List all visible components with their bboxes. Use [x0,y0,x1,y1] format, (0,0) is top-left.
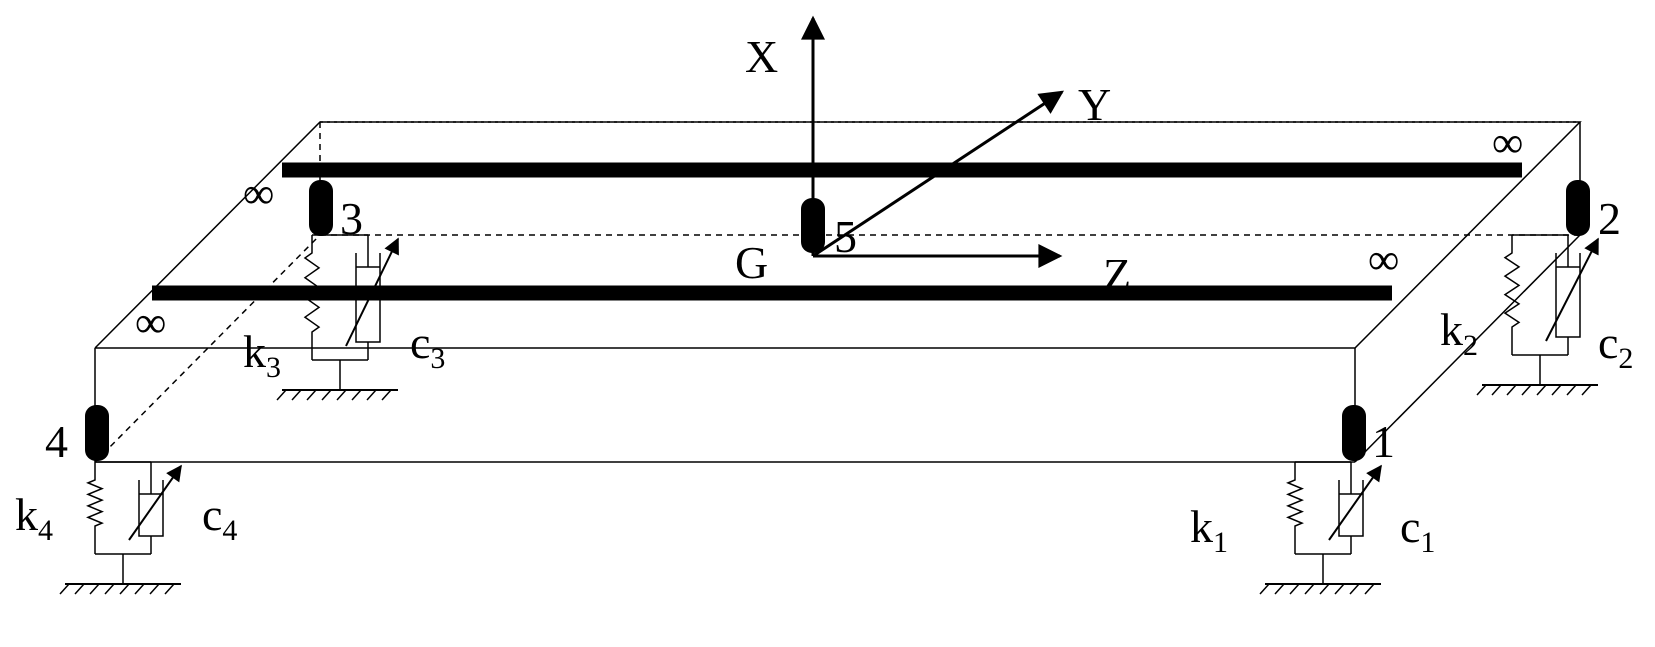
ground-hatch-unit-4-2 [90,584,99,594]
ground-hatch-unit-4-5 [135,584,144,594]
damper-label-1: c1 [1400,501,1435,559]
point-label-4: 4 [45,416,68,467]
ground-hatch-unit-1-4 [1320,584,1329,594]
point-label-3: 3 [340,193,363,244]
ground-hatch-unit-2-4 [1537,385,1546,395]
ground-hatch-unit-3-1 [292,390,301,400]
ground-hatch-unit-2-6 [1567,385,1576,395]
ground-hatch-unit-3-5 [352,390,361,400]
ground-hatch-unit-4-0 [60,584,69,594]
ground-hatch-unit-1-6 [1350,584,1359,594]
mount-4 [85,405,109,461]
ground-hatch-unit-3-6 [367,390,376,400]
ground-hatch-unit-2-7 [1582,385,1591,395]
ground-hatch-unit-2-5 [1552,385,1561,395]
infinity-rear-left: ∞ [243,169,274,218]
spring-unit-4 [88,462,102,554]
ground-hatch-unit-1-3 [1305,584,1314,594]
ground-hatch-unit-2-1 [1492,385,1501,395]
y-axis-label: Y [1078,79,1111,130]
ground-hatch-unit-1-5 [1335,584,1344,594]
spring-label-1: k1 [1190,501,1228,559]
ground-hatch-unit-3-7 [382,390,391,400]
damper-label-4: c4 [202,489,237,547]
spring-label-4: k4 [15,489,53,547]
spring-label-3: k3 [243,326,281,384]
point-label-5: 5 [834,211,857,262]
ground-hatch-unit-2-0 [1477,385,1486,395]
damper-label-3: c3 [410,317,445,375]
origin-label: G [735,237,768,288]
spring-unit-2 [1505,235,1519,355]
ground-hatch-unit-4-1 [75,584,84,594]
infinity-front-right: ∞ [1368,235,1399,284]
x-axis-label: X [745,31,778,82]
ground-hatch-unit-1-0 [1260,584,1269,594]
point-label-1: 1 [1372,416,1395,467]
ground-hatch-unit-2-2 [1507,385,1516,395]
ground-hatch-unit-4-3 [105,584,114,594]
ground-hatch-unit-4-7 [165,584,174,594]
mount-2 [1566,180,1590,236]
infinity-rear-right: ∞ [1492,118,1523,167]
spring-unit-1 [1288,462,1302,554]
ground-hatch-unit-2-3 [1522,385,1531,395]
ground-hatch-unit-3-2 [307,390,316,400]
ground-hatch-unit-4-6 [150,584,159,594]
z-axis-label: Z [1103,249,1131,300]
point-label-2: 2 [1598,193,1621,244]
damper-label-2: c2 [1598,317,1633,375]
spring-label-2: k2 [1440,304,1478,362]
variable-arrow-unit-4 [129,466,181,540]
infinity-front-left: ∞ [135,298,166,347]
ground-hatch-unit-3-3 [322,390,331,400]
ground-hatch-unit-3-4 [337,390,346,400]
mount-1 [1342,405,1366,461]
variable-arrow-unit-1 [1329,466,1381,540]
ground-hatch-unit-4-4 [120,584,129,594]
mount-3 [309,180,333,236]
ground-hatch-unit-1-2 [1290,584,1299,594]
variable-arrow-unit-2 [1546,239,1598,341]
ground-hatch-unit-3-0 [277,390,286,400]
ground-hatch-unit-1-1 [1275,584,1284,594]
ground-hatch-unit-1-7 [1365,584,1374,594]
